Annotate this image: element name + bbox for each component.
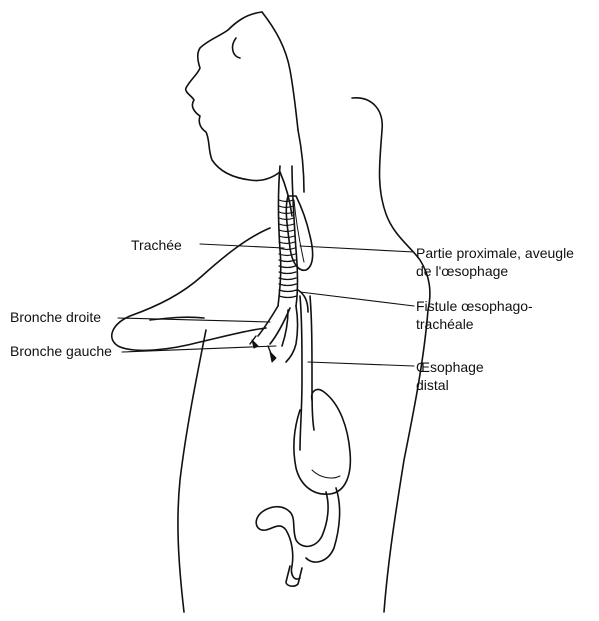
label-trachea: Trachée <box>131 236 182 254</box>
hair-outline <box>262 12 298 130</box>
trachea-ring <box>279 230 294 232</box>
back-outline <box>384 310 428 612</box>
leader-fistula <box>300 292 414 306</box>
intestine <box>256 492 328 579</box>
torso-front <box>178 330 206 612</box>
leader-right-bronchus <box>118 318 270 322</box>
label-right-bronchus: Bronche droite <box>10 308 101 326</box>
trachea-ring <box>279 272 296 274</box>
left-bronchus-tube <box>282 306 298 362</box>
ear-outline <box>233 38 240 58</box>
label-left-bronchus: Bronche gauche <box>10 342 112 360</box>
trachea-ring <box>279 290 297 292</box>
trachea-ring <box>279 296 297 298</box>
leader-distal <box>308 362 414 366</box>
stomach <box>294 390 350 495</box>
trachea-ring <box>279 236 294 238</box>
right-bronchus-tube <box>258 306 290 344</box>
distal-esophagus <box>300 296 314 450</box>
leader-left-bronchus <box>122 346 276 352</box>
trachea-ring <box>279 278 296 280</box>
label-fistula: Fistule œsophago- trachéale <box>416 297 533 333</box>
trachea-ring <box>279 284 296 286</box>
label-distal-esophagus: Œsophage distal <box>416 358 484 394</box>
leader-proximal <box>300 246 414 252</box>
neck-back <box>298 130 304 192</box>
head-outline <box>186 12 280 181</box>
trachea-ring <box>279 260 295 262</box>
trachea-ring <box>279 254 295 256</box>
leader-lines <box>118 244 414 366</box>
label-proximal-esophagus: Partie proximale, aveugle de l'œsophage <box>416 244 574 280</box>
trachea-ring <box>279 266 296 268</box>
trachea-ring <box>279 242 295 244</box>
trachea-ring <box>279 200 293 202</box>
